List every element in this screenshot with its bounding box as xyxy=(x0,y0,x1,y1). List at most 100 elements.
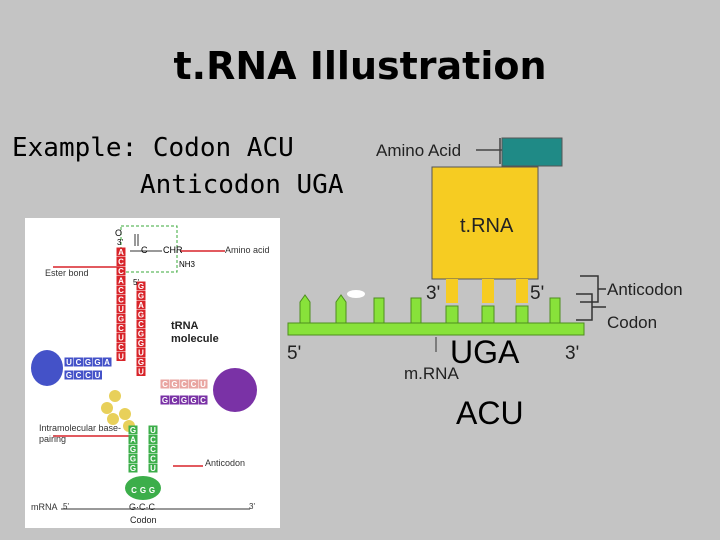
acceptor-base-letter: C xyxy=(118,258,124,267)
connector-base xyxy=(109,390,121,402)
anticodon-stem-base xyxy=(148,454,158,463)
anticodon-stem-base-letter: U xyxy=(150,464,156,473)
anticodon-stem-base xyxy=(128,425,138,435)
acceptor-base xyxy=(136,319,146,329)
acceptor-base-letter: C xyxy=(118,286,124,295)
acceptor-base xyxy=(116,342,126,352)
acceptor-base xyxy=(116,333,126,342)
d-arm-base-letter: G xyxy=(85,358,91,367)
connector-base xyxy=(101,402,113,414)
t-arm-base-letter: G xyxy=(181,396,187,405)
acceptor-base xyxy=(116,314,126,323)
acceptor-base-letter: A xyxy=(118,277,124,286)
d-arm-base-letter: C xyxy=(76,358,82,367)
acceptor-base xyxy=(116,304,126,314)
codon-label-small: Codon xyxy=(130,515,157,525)
trna-three-prime: 3' xyxy=(426,283,441,304)
d-loop xyxy=(31,350,63,386)
acceptor-base-letter: A xyxy=(118,248,124,257)
acceptor-base xyxy=(136,348,146,357)
trna-peg xyxy=(482,279,494,303)
three-prime-label: 3' xyxy=(117,238,123,247)
anticodon-stem-base-letter: C xyxy=(150,445,156,454)
nh3-label: NH3 xyxy=(179,260,196,269)
acceptor-base-letter: G xyxy=(118,315,124,324)
mrna-peg xyxy=(515,305,529,324)
acceptor-base-letter: C xyxy=(118,267,124,276)
t-arm-base xyxy=(189,379,198,389)
t-arm-base-letter: C xyxy=(162,380,168,389)
acceptor-base xyxy=(116,323,126,333)
anticodon-label-small: Anticodon xyxy=(205,458,246,468)
mrna-bar xyxy=(287,322,585,336)
acceptor-base xyxy=(136,338,146,348)
t-arm-base xyxy=(160,395,170,405)
acceptor-base xyxy=(116,257,126,266)
five-prime-label: 5' xyxy=(133,278,139,287)
mrna-peg xyxy=(481,305,495,324)
mrna-pegs xyxy=(299,294,561,324)
acceptor-base xyxy=(116,276,126,285)
acceptor-base xyxy=(136,329,146,338)
acceptor-base xyxy=(116,266,126,276)
anticodon-stem-base-letter: U xyxy=(150,426,156,435)
anticodon-loop-base xyxy=(129,485,139,495)
codon-bracket xyxy=(576,293,593,321)
chr-label: CHR xyxy=(163,245,183,255)
anticodon-loop-base-letter: C xyxy=(131,486,137,495)
acceptor-base-letter: U xyxy=(118,353,124,362)
connector-base xyxy=(119,408,131,420)
d-arm-base-letter: U xyxy=(66,358,72,367)
mrna-peg xyxy=(299,294,311,324)
trna-box-label: t.RNA xyxy=(460,215,514,237)
mrna-peg xyxy=(335,294,347,324)
acceptor-base-letter: C xyxy=(118,296,124,305)
d-arm-base-letter: U xyxy=(95,371,101,380)
trna-five-prime: 5' xyxy=(530,283,545,304)
codon-sequence: ACU xyxy=(456,395,524,431)
anticodon-stem-base xyxy=(128,463,138,473)
connector-base xyxy=(107,413,119,425)
mrna-peg xyxy=(373,297,385,324)
acceptor-base-letter: A xyxy=(138,301,144,310)
codon-label: Codon xyxy=(607,313,658,332)
bump-decoration xyxy=(347,290,365,298)
acceptor-base-letter: G xyxy=(138,339,144,348)
anticodon-stem-base xyxy=(148,425,158,435)
acceptor-base-letter: G xyxy=(138,358,144,367)
mrna-three-prime: 3' xyxy=(565,343,580,364)
acceptor-base xyxy=(116,285,126,295)
mrna-peg xyxy=(549,297,561,324)
anticodon-bracket xyxy=(580,275,599,303)
acceptor-base xyxy=(116,295,126,304)
mrna-peg xyxy=(410,297,422,324)
anticodon-sequence: UGA xyxy=(450,334,520,370)
mrna-three-prime-small: 3' xyxy=(249,502,255,511)
t-arm-base xyxy=(170,395,179,405)
d-arm-base xyxy=(74,357,83,367)
anticodon-stem-base-letter: G xyxy=(130,464,136,473)
d-arm-base-letter: G xyxy=(94,358,100,367)
anticodon-label: Anticodon xyxy=(607,280,683,299)
t-arm-base-letter: G xyxy=(162,396,168,405)
anticodon-stem-base-letter: A xyxy=(130,436,136,445)
anticodon-stem-base-letter: G xyxy=(130,426,136,435)
d-arm-base-letter: C xyxy=(85,371,91,380)
anticodon-loop-base-letter: G xyxy=(149,486,155,495)
t-arm-base-letter: U xyxy=(200,380,206,389)
d-arm-base xyxy=(102,357,112,367)
mrna-peg xyxy=(445,305,459,324)
trna-peg xyxy=(516,279,528,303)
d-arm-base xyxy=(93,357,102,367)
mrna-five-prime-small: 5' xyxy=(63,502,69,511)
acceptor-base xyxy=(136,367,146,376)
t-arm-base xyxy=(189,395,198,405)
acceptor-base-letter: G xyxy=(138,292,144,301)
acceptor-base xyxy=(136,357,146,367)
t-arm-base xyxy=(198,395,208,405)
anticodon-loop-base xyxy=(138,485,148,495)
